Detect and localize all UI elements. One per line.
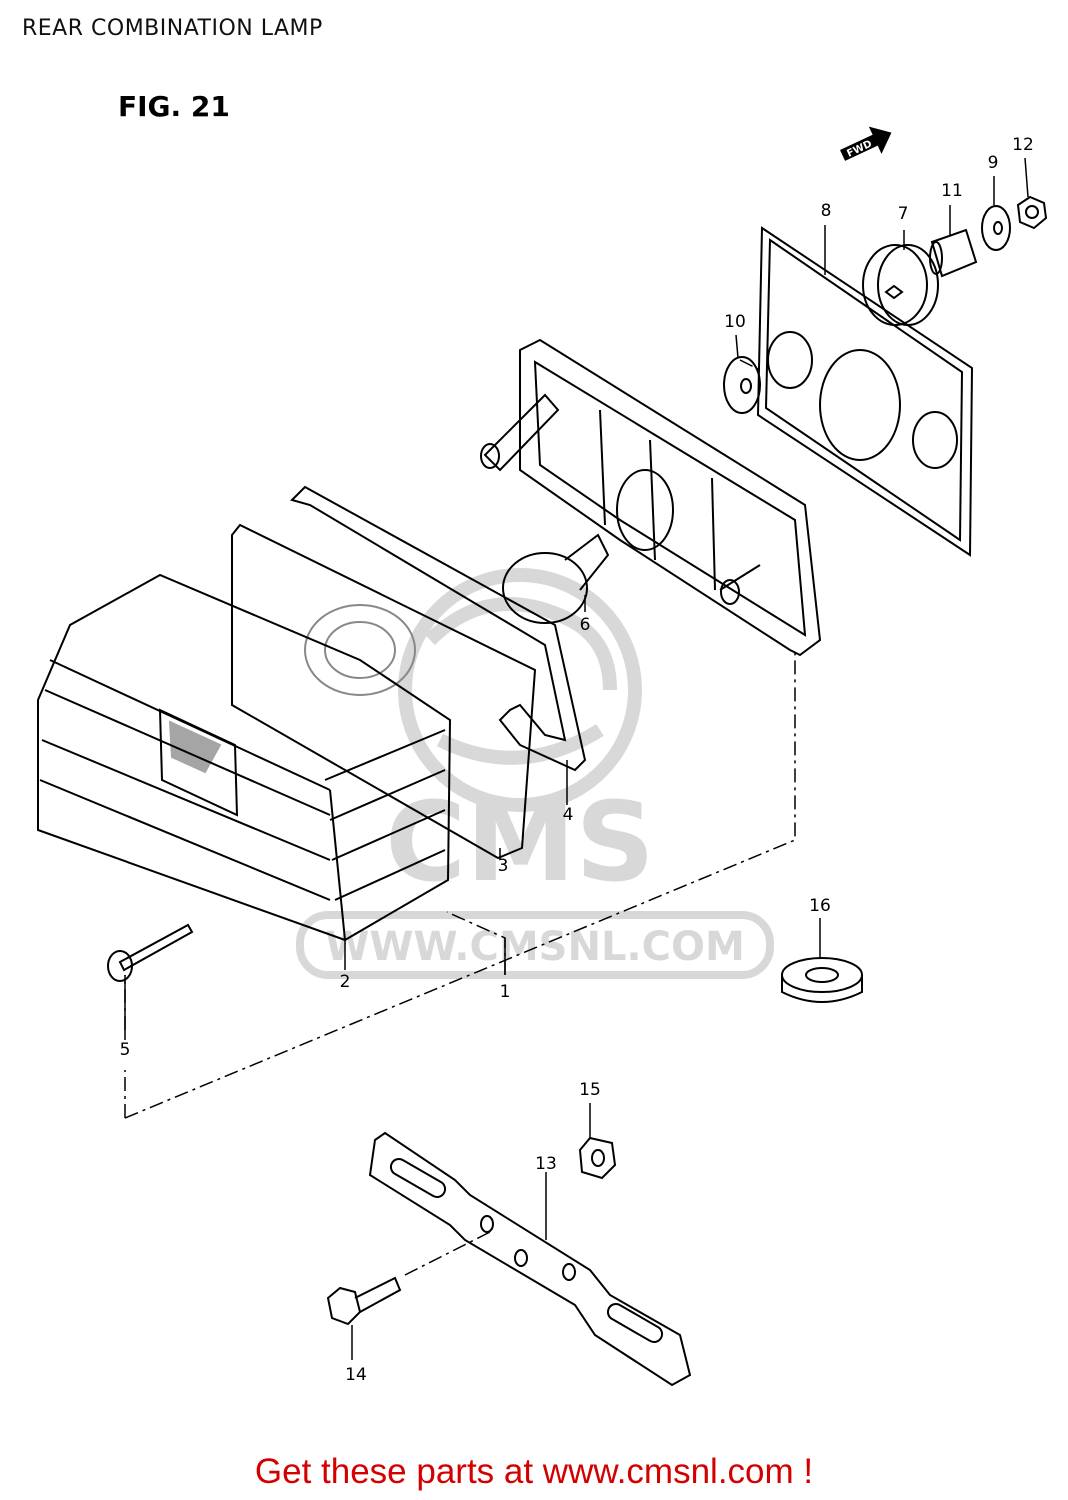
part-2-cover-icon bbox=[37, 573, 452, 942]
part-9-washer-icon bbox=[981, 205, 1011, 251]
part-14-bolt-icon bbox=[326, 1276, 402, 1326]
part-1-housing-icon bbox=[480, 338, 822, 657]
watermark-cms: CMS bbox=[385, 778, 654, 906]
callout-11: 11 bbox=[941, 181, 963, 201]
callout-15: 15 bbox=[579, 1080, 601, 1100]
leader-10-plate bbox=[739, 359, 761, 371]
part-3-lens-icon bbox=[231, 523, 537, 860]
callout-9: 9 bbox=[987, 153, 999, 173]
callout-leaders bbox=[124, 157, 1029, 1360]
watermark-text: CMS WWW.CMSNL.COM bbox=[296, 778, 774, 979]
callout-3: 3 bbox=[497, 856, 509, 876]
callout-5: 5 bbox=[119, 1040, 131, 1060]
part-8-gasket-icon bbox=[756, 226, 974, 557]
callout-8: 8 bbox=[820, 201, 832, 221]
part-6-bulb-icon bbox=[502, 533, 610, 624]
callout-16: 16 bbox=[809, 896, 831, 916]
part-7-cushion-icon bbox=[862, 244, 939, 326]
part-15-nut-icon bbox=[578, 1136, 617, 1180]
leader-14-bracket bbox=[404, 1231, 491, 1276]
callout-12: 12 bbox=[1012, 135, 1034, 155]
watermark-url: WWW.CMSNL.COM bbox=[325, 924, 745, 970]
part-10-washer-icon bbox=[723, 356, 761, 414]
watermark-logo bbox=[398, 568, 642, 812]
callout-1: 1 bbox=[499, 982, 511, 1002]
part-5-screw-icon bbox=[107, 923, 194, 982]
callout-10: 10 bbox=[724, 312, 746, 332]
part-11-collar-icon bbox=[929, 228, 978, 278]
callout-13: 13 bbox=[535, 1154, 557, 1174]
part-12-nut-icon bbox=[1016, 195, 1048, 230]
part-4-lens-gasket-icon bbox=[290, 485, 587, 772]
figure-label: FIG. 21 bbox=[118, 90, 230, 123]
callout-2: 2 bbox=[339, 972, 351, 992]
part-16-grommet-icon bbox=[781, 957, 863, 1003]
fwd-arrow-icon: FWD bbox=[840, 126, 892, 161]
page-title: REAR COMBINATION LAMP bbox=[22, 16, 323, 41]
footer-parts-link[interactable]: Get these parts at www.cmsnl.com ! bbox=[254, 1452, 814, 1491]
callout-6: 6 bbox=[579, 615, 591, 635]
callout-4: 4 bbox=[562, 805, 574, 825]
callout-14: 14 bbox=[345, 1365, 367, 1385]
part-13-bracket-icon bbox=[368, 1131, 692, 1387]
callout-7: 7 bbox=[897, 204, 909, 224]
